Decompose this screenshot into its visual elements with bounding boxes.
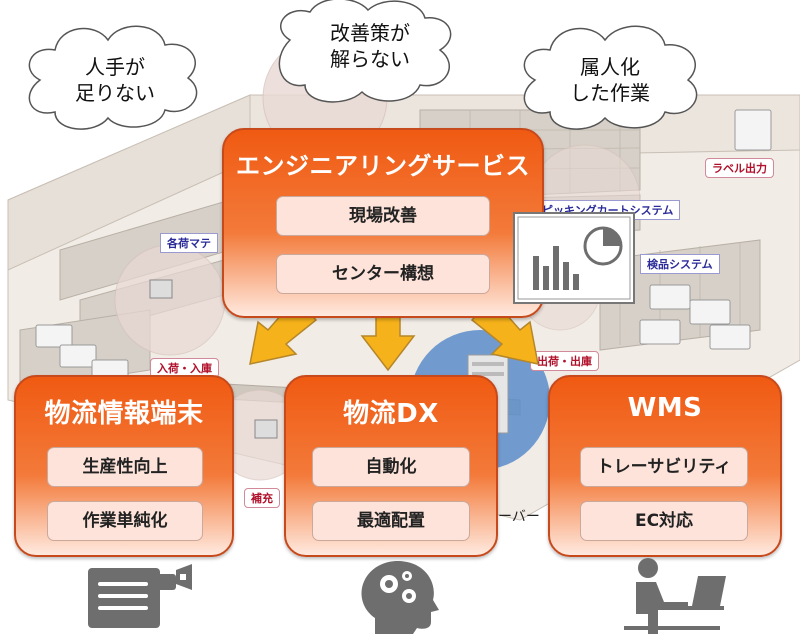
pill-simplification: 作業単純化 [47, 501, 203, 541]
bar-pie-chart-icon [513, 212, 635, 304]
pill-site-improvement: 現場改善 [276, 196, 490, 236]
terminal-title: 物流情報端末 [44, 399, 204, 429]
engineering-service-title: エンジニアリングサービス [236, 152, 530, 180]
various-material-tag: 各荷マテ [160, 233, 218, 253]
logistics-dx-box: 物流DX 自動化 最適配置 [284, 375, 498, 557]
terminal-box: 物流情報端末 生産性向上 作業単純化 [14, 375, 234, 557]
pill-center-concept: センター構想 [276, 254, 490, 294]
logistics-dx-title: 物流DX [343, 399, 439, 429]
wms-title: WMS [627, 393, 703, 423]
pill-traceability: トレーサビリティ [580, 447, 748, 487]
cloud-text-2: 改善策が 解らない [330, 21, 410, 71]
wms-box: WMS トレーサビリティ EC対応 [548, 375, 782, 557]
cloud-shape-2 [278, 0, 452, 103]
cloud-text-1: 人手が 足りない [75, 55, 155, 105]
pill-ec-support: EC対応 [580, 501, 748, 541]
handheld-scanner-icon [88, 564, 192, 628]
person-at-laptop-icon [624, 558, 726, 634]
inspection-system-tag: 検品システム [640, 254, 720, 274]
pill-automation: 自動化 [312, 447, 470, 487]
cloud-shape-1 [28, 25, 198, 130]
engineering-service-box: エンジニアリングサービス 現場改善 センター構想 [222, 128, 544, 318]
server-tag: ーバー [498, 509, 540, 525]
shipping-tag: 出荷・出庫 [530, 351, 599, 371]
cloud-shape-3 [523, 25, 698, 130]
replenish-tag: 補充 [244, 488, 280, 508]
cloud-text-3: 属人化 した作業 [570, 55, 650, 105]
label-print-tag: ラベル出力 [705, 158, 774, 178]
pill-optimal-layout: 最適配置 [312, 501, 470, 541]
head-gears-icon [361, 560, 439, 634]
pill-productivity: 生産性向上 [47, 447, 203, 487]
